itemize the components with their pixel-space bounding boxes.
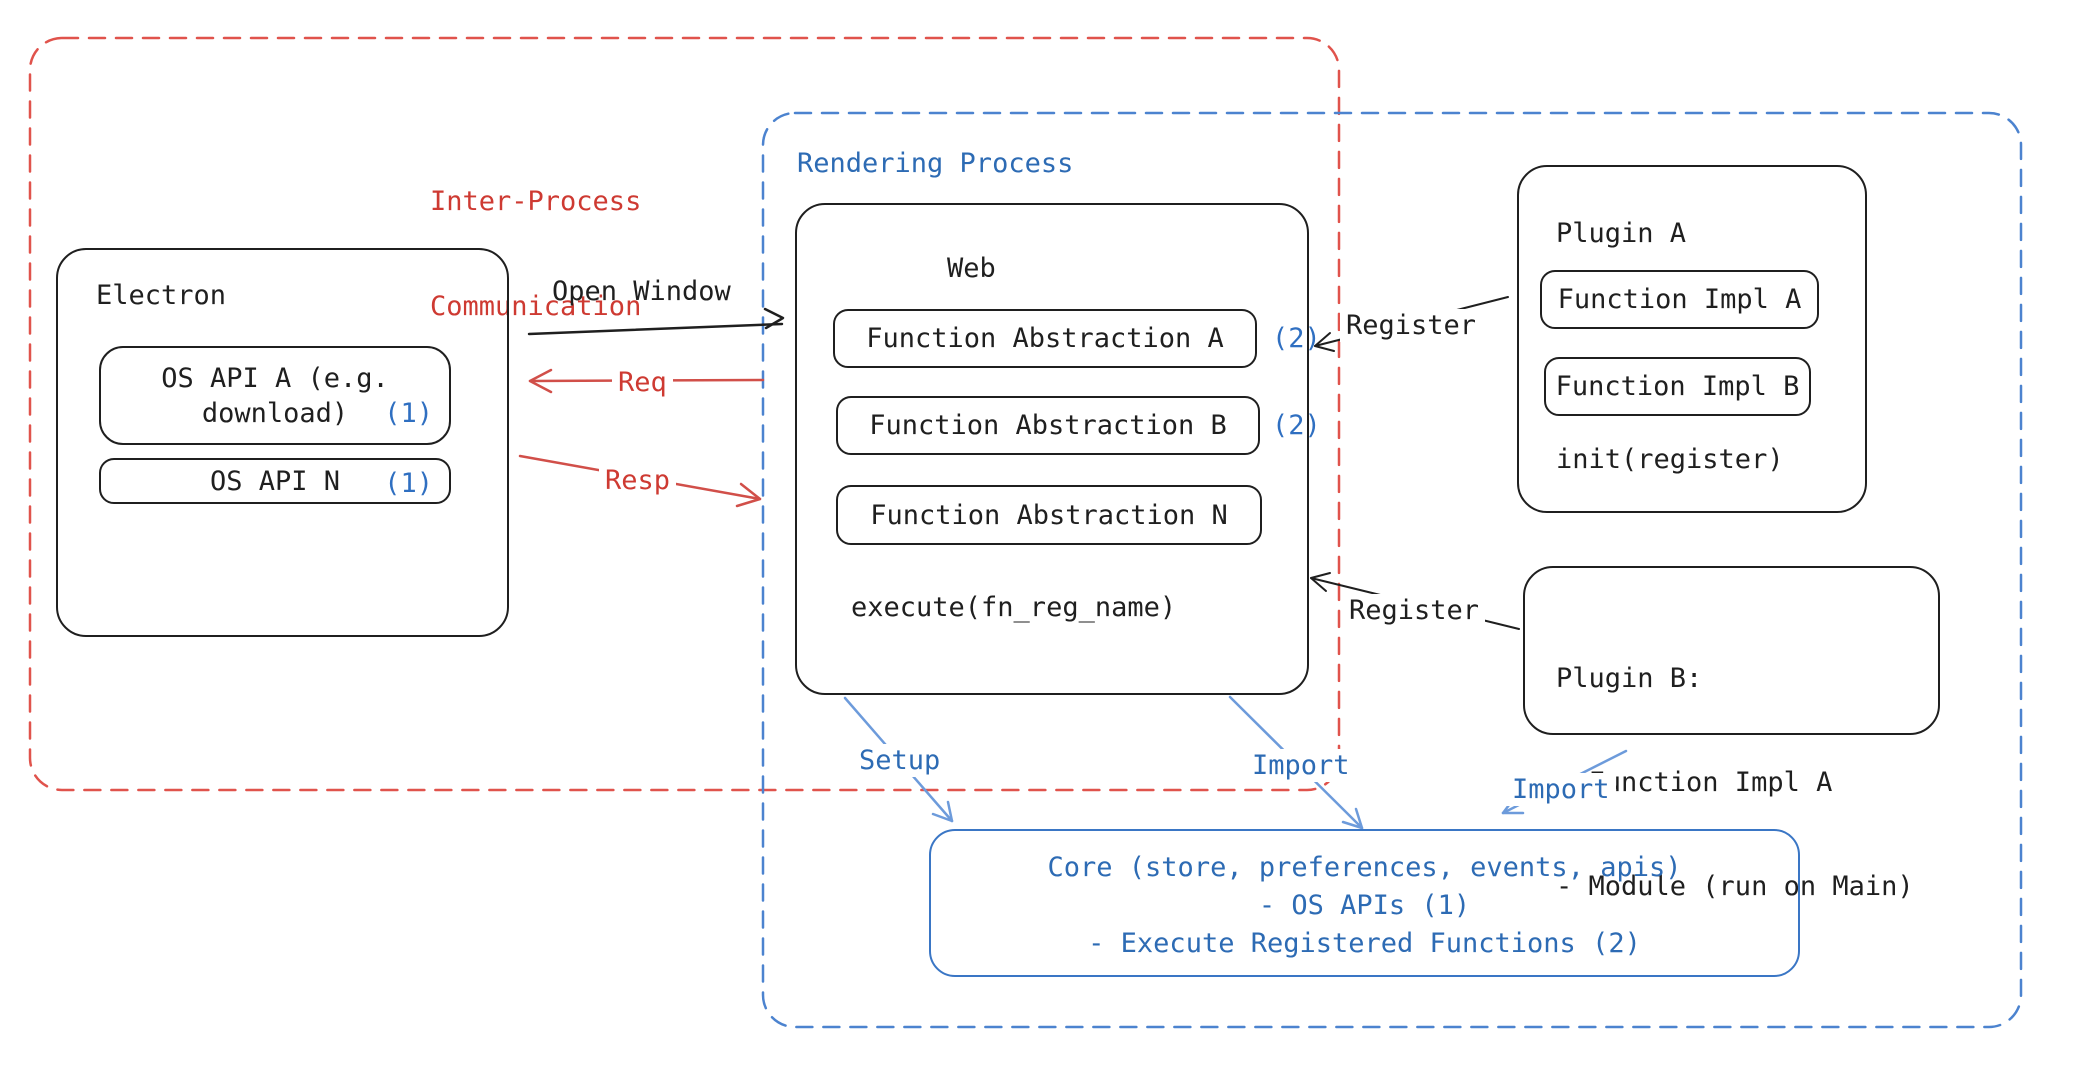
rendering-group-outline xyxy=(761,111,2023,1029)
core-title: Core (store, preferences, events, apis) xyxy=(1047,852,1682,883)
os-api-a-label: OS API A (e.g. download) xyxy=(161,362,389,429)
plugin-a-title: Plugin A xyxy=(1556,218,1687,249)
open-window-label: Open Window xyxy=(552,276,731,307)
function-abstraction-a-box: Function Abstraction A xyxy=(833,309,1257,368)
open-window-arrow xyxy=(527,307,785,336)
function-abstraction-b-box: Function Abstraction B xyxy=(836,396,1260,455)
function-abstraction-b-badge: (2) xyxy=(1272,410,1321,441)
os-api-a-badge: (1) xyxy=(384,398,433,429)
core-item-os-apis: - OS APIs (1) xyxy=(1258,890,1471,921)
os-api-n-box: OS API N (1) xyxy=(99,458,451,504)
ipc-group-label-line1: Inter-Process xyxy=(430,186,642,218)
plugin-a-impl-b-box: Function Impl B xyxy=(1544,357,1811,416)
setup-label: Setup xyxy=(853,744,947,778)
rendering-group-label: Rendering Process xyxy=(797,148,1074,179)
import-label-web: Import xyxy=(1246,749,1356,783)
plugin-a-impl-a-label: Function Impl A xyxy=(1557,284,1802,315)
os-api-n-label: OS API N xyxy=(209,465,341,497)
req-label: Req xyxy=(612,366,673,400)
register-label-plugin-b: Register xyxy=(1343,594,1486,628)
web-box: Web Function Abstraction A Function Abst… xyxy=(795,203,1321,695)
function-abstraction-n-box: Function Abstraction N xyxy=(836,485,1262,545)
ipc-group-label-line2: Communication xyxy=(430,291,642,323)
web-title: Web xyxy=(947,253,996,284)
ipc-group-outline xyxy=(28,36,1341,792)
core-box: Core (store, preferences, events, apis) … xyxy=(929,829,1800,977)
plugin-b-box: Plugin B: - Function Impl A - Module (ru… xyxy=(1523,566,1940,902)
plugin-a-init-label: init(register) xyxy=(1556,444,1784,475)
os-api-n-badge: (1) xyxy=(384,468,433,499)
ipc-group-label: Inter-Process Communication xyxy=(430,118,641,390)
plugin-b-item-module: - Module (run on Main) xyxy=(1556,871,1914,903)
plugin-a-impl-b-label: Function Impl B xyxy=(1555,371,1800,402)
function-abstraction-b-label: Function Abstraction B xyxy=(869,410,1227,441)
electron-box: Electron OS API A (e.g. download) (1) OS… xyxy=(56,248,509,637)
execute-label: execute(fn_reg_name) xyxy=(851,592,1177,623)
function-abstraction-a-label: Function Abstraction A xyxy=(866,323,1224,354)
os-api-a-box: OS API A (e.g. download) (1) xyxy=(99,346,451,445)
plugin-a-box: Plugin A Function Impl A Function Impl B… xyxy=(1517,165,1867,513)
import-label-plugin-b: Import xyxy=(1506,773,1616,807)
core-item-execute: - Execute Registered Functions (2) xyxy=(1088,928,1641,959)
electron-title: Electron xyxy=(96,280,227,311)
plugin-b-title: Plugin B: xyxy=(1556,663,1703,695)
function-abstraction-n-label: Function Abstraction N xyxy=(870,499,1228,531)
register-label-plugin-a: Register xyxy=(1340,309,1483,343)
plugin-a-impl-a-box: Function Impl A xyxy=(1540,270,1819,329)
function-abstraction-a-badge: (2) xyxy=(1272,323,1321,354)
plugin-b-lines: Plugin B: - Function Impl A - Module (ru… xyxy=(1556,596,1914,970)
resp-label: Resp xyxy=(599,464,677,498)
